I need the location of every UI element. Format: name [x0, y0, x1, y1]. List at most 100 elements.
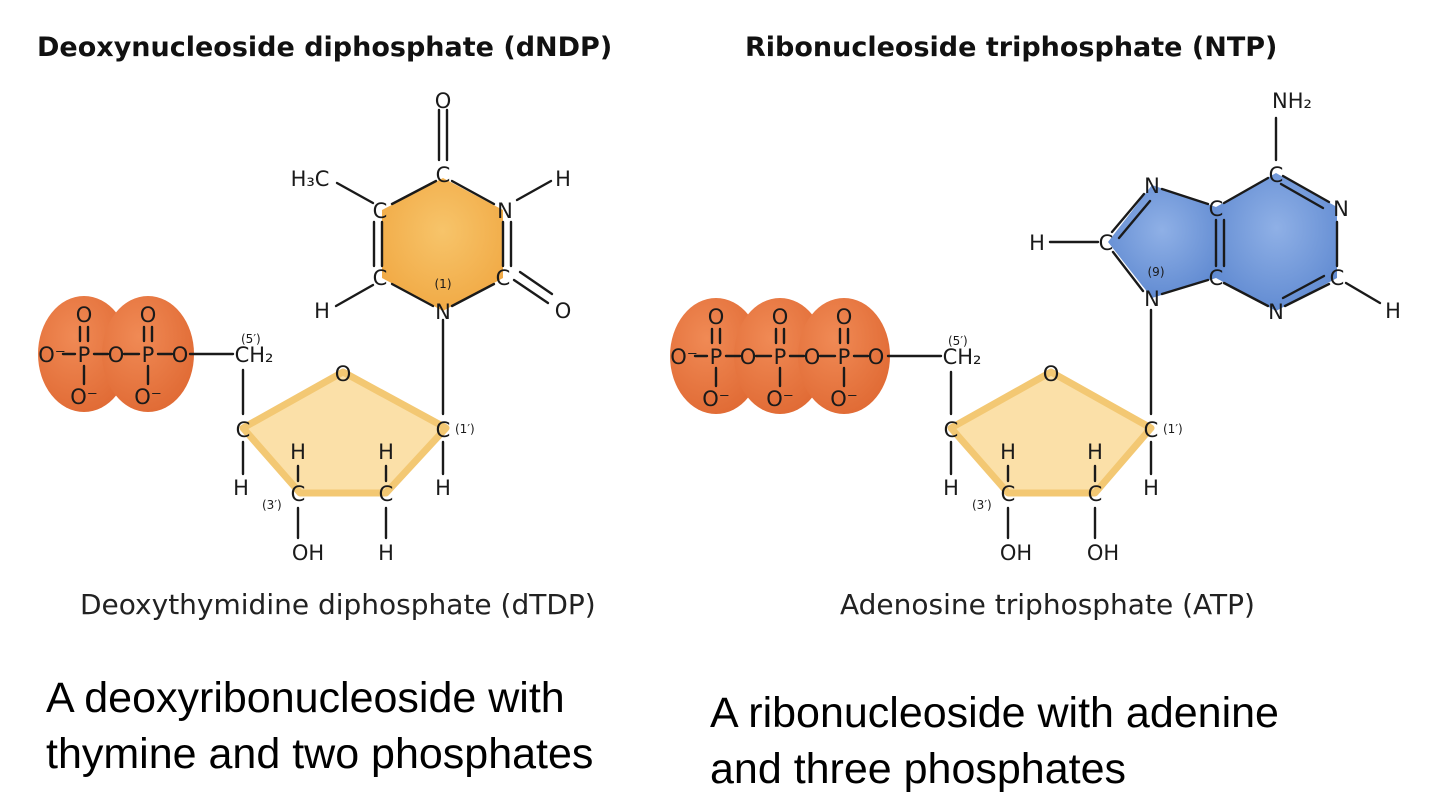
sugar-atoms: O C C (1′) C (3′) C H H H H OH OH CH₂ (5…	[943, 334, 1183, 565]
left-caption: A deoxyribonucleoside with thymine and t…	[46, 670, 593, 782]
position-label: (1)	[435, 277, 452, 291]
atom-label: O	[868, 345, 885, 369]
atom-label: P	[838, 345, 851, 369]
atom-label: O⁻	[134, 385, 162, 409]
left-heading: Deoxynucleoside diphosphate (dNDP)	[37, 32, 613, 63]
atom-label: C	[1001, 482, 1016, 506]
atom-label: H	[1029, 231, 1045, 255]
adenine-five-ring	[1108, 185, 1216, 298]
atom-label: H₃C	[291, 167, 330, 191]
position-label: (5′)	[948, 334, 968, 348]
atom-label: C	[1269, 163, 1284, 187]
atom-label: O	[836, 305, 853, 329]
left-caption-line-1: A deoxyribonucleoside with	[46, 674, 565, 722]
atom-label: H	[1087, 440, 1103, 464]
atom-label: N	[1144, 174, 1160, 198]
atom-label: O	[1043, 362, 1060, 386]
atom-label: O	[335, 362, 352, 386]
adenine-six-ring	[1216, 173, 1337, 311]
sugar-bonds	[949, 308, 1153, 540]
atom-label: H	[1385, 299, 1401, 323]
position-label: (9)	[1148, 265, 1165, 279]
atom-label: C	[1088, 482, 1103, 506]
atom-label: H	[233, 476, 249, 500]
atom-label: O	[804, 345, 821, 369]
atom-label: H	[314, 299, 330, 323]
atom-label: P	[142, 343, 155, 367]
atom-label: O	[435, 89, 452, 113]
structure-drawing: O O O⁻ P O P O O⁻ O⁻	[38, 89, 1401, 565]
atom-label: N	[1333, 197, 1349, 221]
phosphate-atoms: O O O⁻ P O P O O⁻ O⁻	[38, 303, 188, 409]
atom-label: N	[497, 199, 513, 223]
atom-label: H	[290, 440, 306, 464]
atom-label: O	[108, 343, 125, 367]
position-label: (3′)	[972, 498, 992, 512]
thymine-bonds	[334, 108, 554, 308]
atom-label: H	[1143, 476, 1159, 500]
atom-label: P	[710, 345, 723, 369]
atom-label: N	[435, 300, 451, 324]
atom-label: H	[378, 541, 394, 565]
adenine-bonds	[1048, 116, 1382, 308]
atom-label: O⁻	[670, 345, 698, 369]
atom-label: O⁻	[702, 387, 730, 411]
atom-label: P	[774, 345, 787, 369]
atom-label: H	[435, 476, 451, 500]
phosphate-group	[734, 298, 826, 414]
atom-label: O⁻	[38, 343, 66, 367]
phosphate-bonds	[693, 327, 943, 388]
atom-label: C	[436, 163, 451, 187]
ribose-ring	[947, 368, 1155, 497]
atom-label: OH	[292, 541, 324, 565]
atom-label: CH₂	[235, 343, 274, 367]
atom-label: O⁻	[830, 387, 858, 411]
atom-label: O	[140, 303, 157, 327]
atom-label: H	[1000, 440, 1016, 464]
atom-label: C	[291, 482, 306, 506]
phosphate-group	[798, 298, 890, 414]
atom-label: C	[944, 418, 959, 442]
atom-label: C	[1099, 231, 1114, 255]
right-molecule-name: Adenosine triphosphate (ATP)	[840, 588, 1255, 621]
atom-label: C	[1209, 266, 1224, 290]
phosphate-group	[38, 296, 130, 412]
sugar-bonds	[241, 318, 445, 540]
atom-label: C	[496, 266, 511, 290]
deoxyribose-ring	[239, 368, 450, 497]
atom-label: O	[172, 343, 189, 367]
sugar-atoms: O C C (1′) C (3′) C H H H H OH H CH₂ (5′…	[233, 332, 475, 565]
atom-label: C	[236, 418, 251, 442]
atp-structure: O O O O⁻ P O P O P O O⁻ O⁻ O⁻	[670, 89, 1401, 565]
thymine-atoms: O C N H C O N (1) C H C H₃C	[291, 89, 572, 324]
atom-label: OH	[1000, 541, 1032, 565]
atom-label: C	[1144, 418, 1159, 442]
right-heading: Ribonucleoside triphosphate (NTP)	[745, 32, 1278, 63]
phosphate-group	[102, 296, 194, 412]
thymine-ring	[382, 178, 503, 311]
right-caption-line-1: A ribonucleoside with adenine	[710, 689, 1279, 737]
phosphate-group	[670, 298, 762, 414]
atom-label: OH	[1087, 541, 1119, 565]
phosphate-atoms: O O O O⁻ P O P O P O O⁻ O⁻ O⁻	[670, 305, 884, 411]
atom-label: C	[1330, 266, 1345, 290]
atom-label: CH₂	[943, 345, 982, 369]
atom-label: C	[373, 266, 388, 290]
atom-label: O⁻	[766, 387, 794, 411]
position-label: (1′)	[455, 422, 475, 436]
atom-label: C	[1209, 197, 1224, 221]
right-caption-line-2: and three phosphates	[710, 745, 1126, 793]
atom-label: O	[555, 299, 572, 323]
adenine-atoms: NH₂ C N C H N C C N C H N (9)	[1029, 89, 1401, 324]
position-label: (3′)	[262, 498, 282, 512]
atom-label: C	[436, 418, 451, 442]
left-molecule-name: Deoxythymidine diphosphate (dTDP)	[80, 588, 596, 621]
atom-label: H	[943, 476, 959, 500]
atom-label: O	[76, 303, 93, 327]
atom-label: H	[378, 440, 394, 464]
atom-label: N	[1268, 300, 1284, 324]
atom-label: O	[708, 305, 725, 329]
atom-label: P	[78, 343, 91, 367]
atom-label: NH₂	[1272, 89, 1312, 113]
